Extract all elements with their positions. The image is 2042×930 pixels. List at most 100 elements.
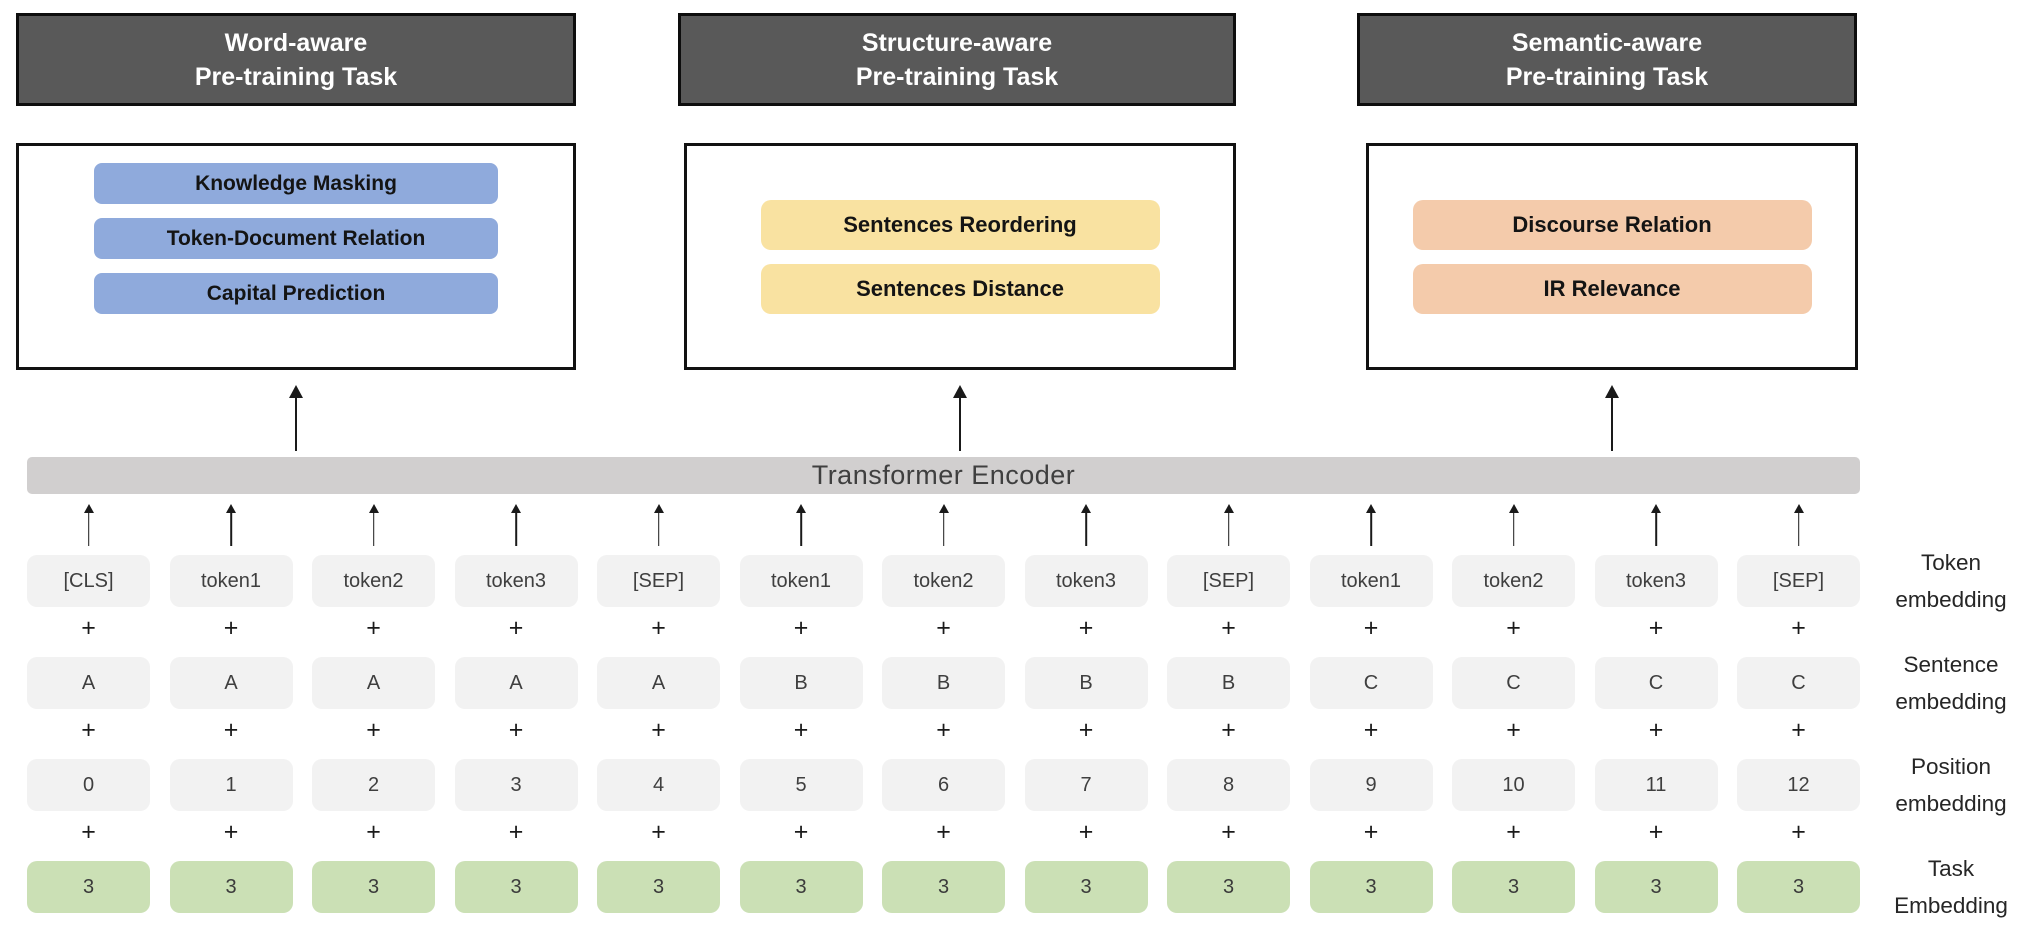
plus-sign: + <box>651 716 666 744</box>
knowledge-masking-pill: Knowledge Masking <box>94 163 498 204</box>
plus-sign: + <box>81 818 96 846</box>
sentence-cell: A <box>27 657 150 709</box>
plus-sign: + <box>223 818 239 846</box>
plus-sign: + <box>1363 716 1379 744</box>
capital-prediction-pill: Capital Prediction <box>94 273 498 314</box>
sentence-cell: C <box>1452 657 1575 709</box>
task-cell: 3 <box>1167 861 1290 913</box>
sentence-cell: B <box>1024 657 1148 709</box>
sentence-cell: A <box>169 657 293 709</box>
plus-sign: + <box>366 614 381 642</box>
up-arrow-icon <box>1365 504 1377 546</box>
token-cell: token3 <box>454 555 578 607</box>
up-arrow-icon <box>287 385 305 451</box>
plus-sign: + <box>1221 818 1236 846</box>
plus-sign: + <box>936 716 951 744</box>
position-cell: 8 <box>1167 759 1290 811</box>
up-arrow-icon <box>1793 504 1805 546</box>
semantic-aware-header: Semantic-aware Pre-training Task <box>1357 13 1857 106</box>
position-cell: 9 <box>1309 759 1433 811</box>
task-embedding-label: Task Embedding <box>1894 856 2008 918</box>
sentence-cell: B <box>739 657 863 709</box>
sentences-reordering-pill: Sentences Reordering <box>760 200 1160 250</box>
input-arrows-row <box>27 504 1860 546</box>
plus-sign: + <box>793 614 809 642</box>
plus-sign: + <box>1506 716 1521 744</box>
discourse-relation-pill: Discourse Relation <box>1412 200 1812 250</box>
token-cell: token2 <box>1452 555 1575 607</box>
token-cell: token2 <box>312 555 435 607</box>
token-cell: token2 <box>882 555 1005 607</box>
plus-sign: + <box>1078 818 1094 846</box>
up-arrow-icon <box>225 504 237 546</box>
task-cell: 3 <box>1309 861 1433 913</box>
plus-sign: + <box>508 818 524 846</box>
position-cell: 12 <box>1737 759 1860 811</box>
position-cell: 3 <box>454 759 578 811</box>
token-embedding-label: Token embedding <box>1895 550 2007 612</box>
task-cell: 3 <box>597 861 720 913</box>
plus-sign: + <box>1078 614 1094 642</box>
position-cell: 6 <box>882 759 1005 811</box>
position-cell: 7 <box>1024 759 1148 811</box>
token-cell: [SEP] <box>1167 555 1290 607</box>
task-cell: 3 <box>1594 861 1718 913</box>
token-cell: token1 <box>1309 555 1433 607</box>
up-arrow-icon <box>510 504 522 546</box>
plus-sign: + <box>81 614 96 642</box>
plus-sign: + <box>366 716 381 744</box>
task-cell: 3 <box>1737 861 1860 913</box>
task-cell: 3 <box>312 861 435 913</box>
sentence-cell: C <box>1594 657 1718 709</box>
token-cell: token3 <box>1024 555 1148 607</box>
word-aware-header: Word-aware Pre-training Task <box>16 13 576 106</box>
structure-aware-task-box: Sentences Reordering Sentences Distance <box>684 143 1236 370</box>
plus-sign: + <box>793 818 809 846</box>
position-cell: 2 <box>312 759 435 811</box>
sentence-embedding-label: Sentence embedding <box>1895 652 2007 714</box>
plus-sign: + <box>1078 716 1094 744</box>
up-arrow-icon <box>938 504 950 546</box>
token-cell: token1 <box>739 555 863 607</box>
plus-sign: + <box>1648 818 1664 846</box>
sentences-distance-pill: Sentences Distance <box>760 264 1160 314</box>
task-cell: 3 <box>882 861 1005 913</box>
up-arrow-icon <box>1650 504 1662 546</box>
sentence-cell: A <box>597 657 720 709</box>
token-cell: token1 <box>169 555 293 607</box>
plus-sign: + <box>1506 614 1521 642</box>
plus-sign: + <box>651 614 666 642</box>
position-cell: 10 <box>1452 759 1575 811</box>
plus-sign: + <box>1648 716 1664 744</box>
token-cell: [CLS] <box>27 555 150 607</box>
up-arrow-icon <box>951 385 969 451</box>
position-cell: 4 <box>597 759 720 811</box>
token-cell: token3 <box>1594 555 1718 607</box>
up-arrow-icon <box>795 504 807 546</box>
up-arrow-icon <box>1080 504 1092 546</box>
position-embedding-label: Position embedding <box>1895 754 2007 816</box>
plus-sign: + <box>1791 614 1806 642</box>
plus-sign: + <box>1221 716 1236 744</box>
plus-sign: + <box>651 818 666 846</box>
word-aware-task-box: Knowledge Masking Token-Document Relatio… <box>16 143 576 370</box>
position-cell: 1 <box>169 759 293 811</box>
token-embedding-row: [CLS] token1 token2 token3 [SEP] token1 token2… <box>27 555 1860 607</box>
token-document-relation-pill: Token-Document Relation <box>94 218 498 259</box>
plus-sign: + <box>936 614 951 642</box>
ir-relevance-pill: IR Relevance <box>1412 264 1812 314</box>
up-arrow-icon <box>368 504 380 546</box>
transformer-encoder-bar: Transformer Encoder <box>27 457 1860 494</box>
sentence-cell: C <box>1309 657 1433 709</box>
plus-sign: + <box>223 614 239 642</box>
position-cell: 11 <box>1594 759 1718 811</box>
up-arrow-icon <box>1508 504 1520 546</box>
sentence-cell: C <box>1737 657 1860 709</box>
plus-sign: + <box>1506 818 1521 846</box>
sentence-cell: B <box>882 657 1005 709</box>
plus-sign: + <box>81 716 96 744</box>
transformer-encoder-label: Transformer Encoder <box>811 460 1076 490</box>
plus-sign: + <box>936 818 951 846</box>
